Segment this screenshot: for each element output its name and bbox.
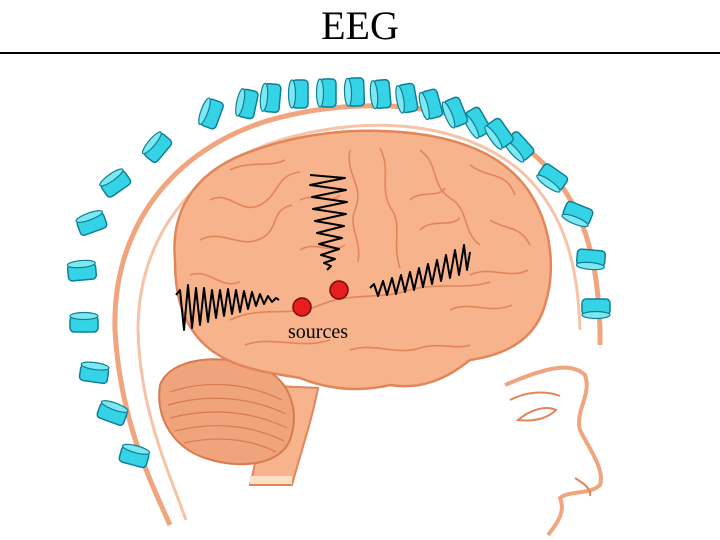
electrode bbox=[66, 259, 98, 282]
electrode bbox=[581, 298, 611, 320]
nose-nostril bbox=[574, 477, 592, 497]
electrode bbox=[99, 168, 132, 198]
cerebrum bbox=[173, 129, 553, 391]
electrode bbox=[141, 131, 173, 163]
electrode bbox=[287, 79, 309, 109]
electrode bbox=[235, 88, 259, 120]
electrode bbox=[118, 443, 151, 469]
electrode bbox=[484, 117, 514, 150]
electrode-array bbox=[66, 77, 611, 469]
eye bbox=[515, 407, 558, 422]
head-outline-outer bbox=[112, 103, 603, 527]
electrode bbox=[315, 78, 337, 108]
electrode bbox=[259, 82, 282, 114]
electrode bbox=[536, 163, 569, 193]
electrode bbox=[343, 77, 366, 107]
electrode bbox=[418, 88, 444, 121]
eyebrow bbox=[509, 391, 561, 401]
source-dot-1 bbox=[329, 280, 349, 300]
cerebellum-folia bbox=[167, 383, 288, 453]
electrode bbox=[75, 210, 108, 236]
face-profile bbox=[504, 365, 603, 537]
waveform-top bbox=[309, 174, 348, 271]
neck-block bbox=[250, 476, 292, 484]
electrode bbox=[96, 400, 129, 426]
head-outline-inner bbox=[136, 123, 582, 521]
electrode bbox=[198, 97, 224, 130]
waveform-right bbox=[369, 244, 471, 297]
brain-gyri bbox=[189, 147, 531, 352]
source-dot-2 bbox=[292, 297, 312, 317]
electrode bbox=[395, 82, 419, 114]
electrode bbox=[561, 200, 594, 228]
electrode bbox=[369, 78, 392, 110]
title-divider bbox=[0, 52, 720, 54]
slide-title: EEG bbox=[321, 3, 399, 48]
electrode bbox=[69, 311, 99, 333]
waveform-left bbox=[175, 284, 280, 331]
cerebellum bbox=[158, 358, 295, 466]
electrode bbox=[575, 248, 607, 271]
electrode bbox=[441, 96, 469, 129]
electrode bbox=[78, 361, 110, 385]
sources-label: sources bbox=[288, 321, 348, 343]
